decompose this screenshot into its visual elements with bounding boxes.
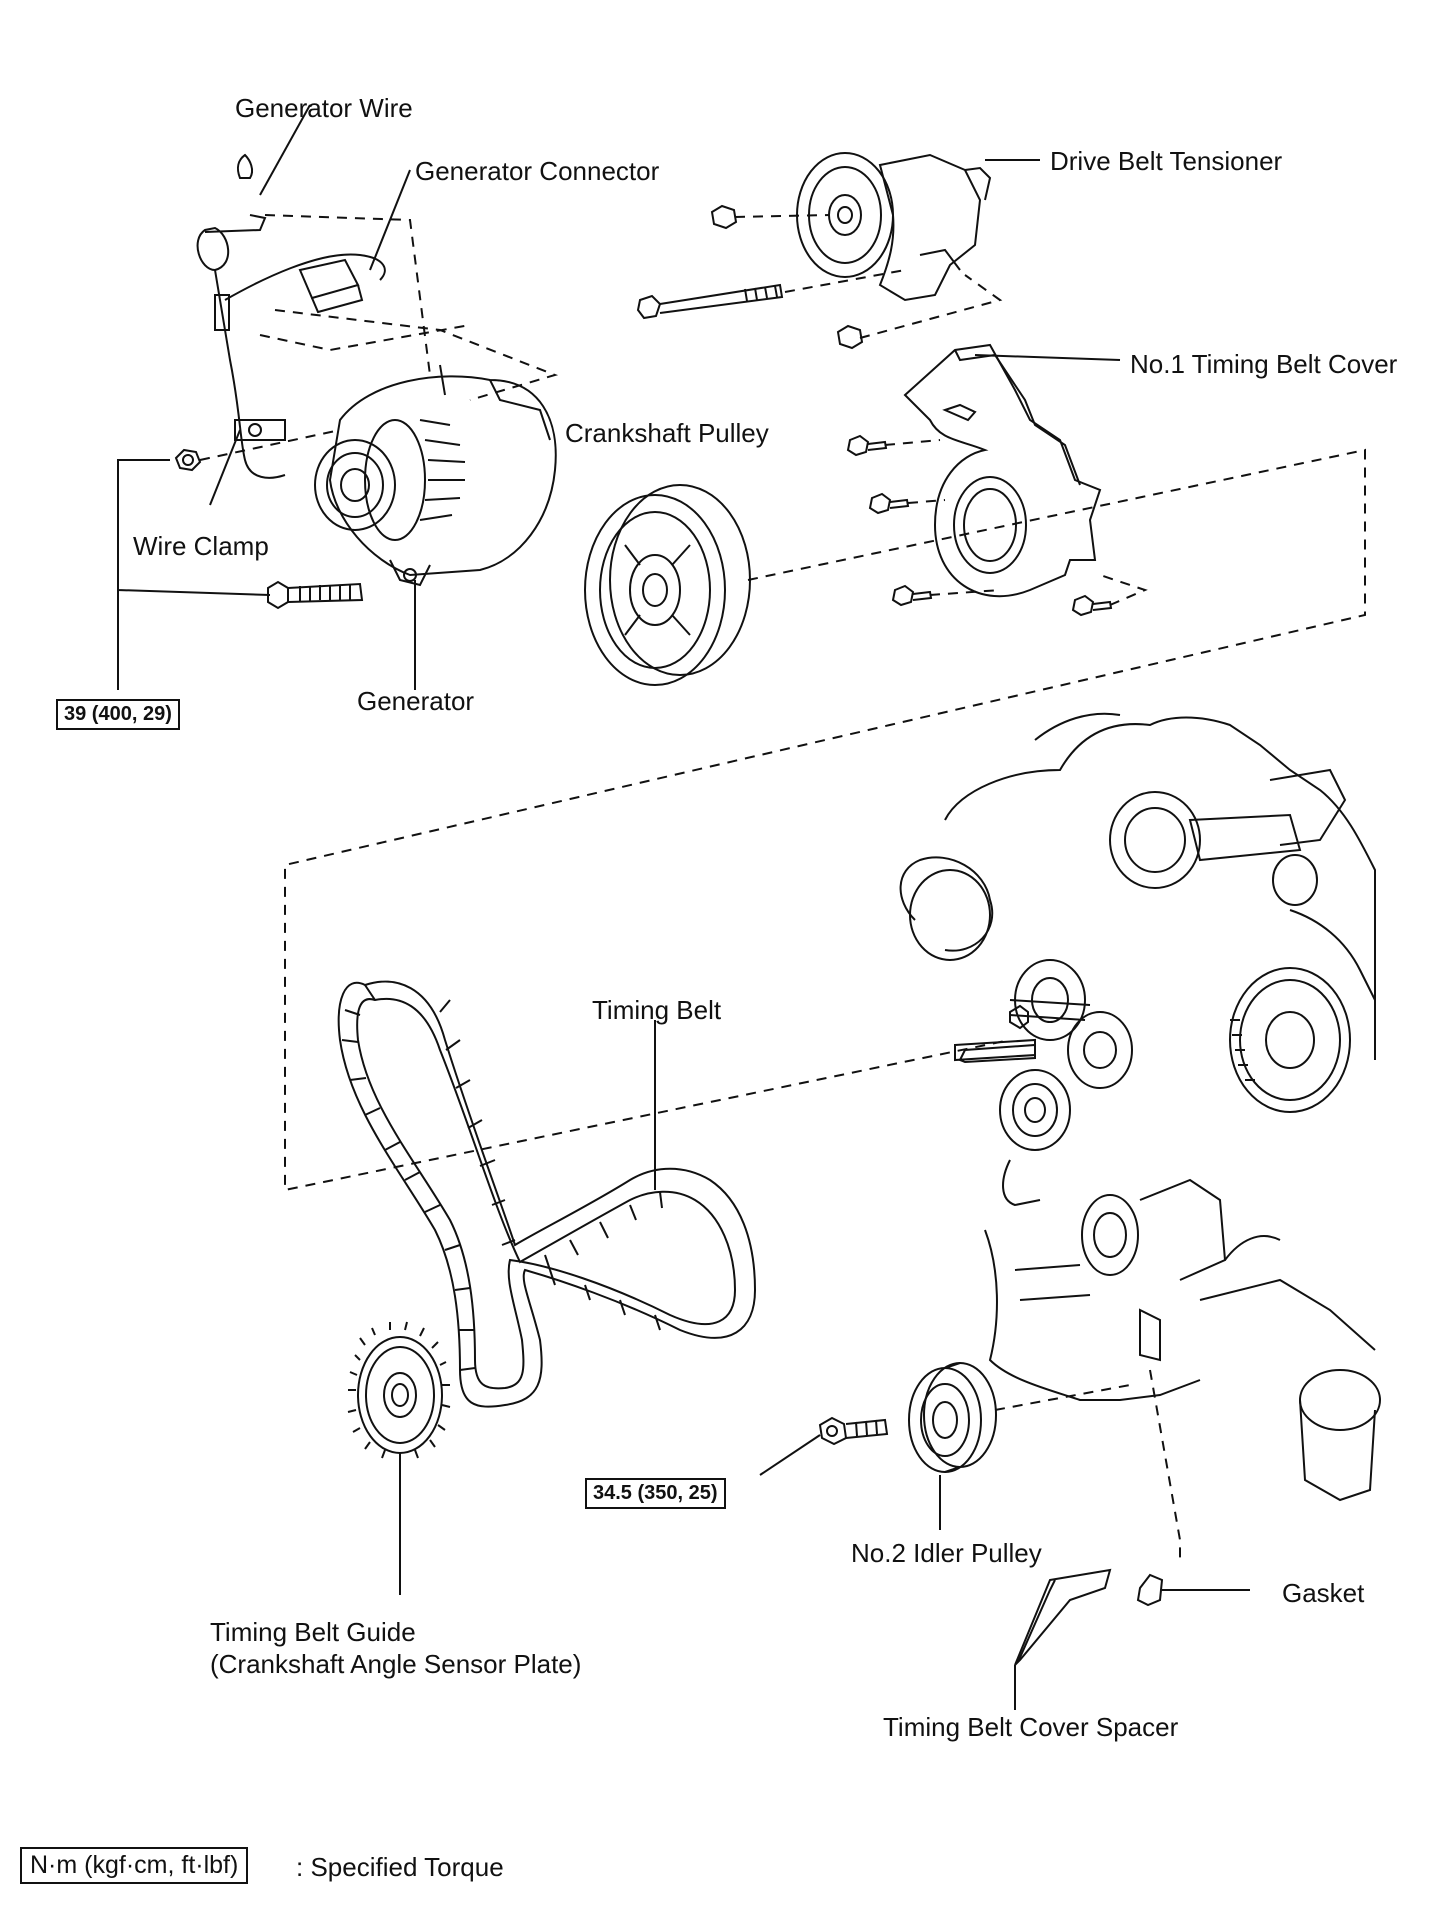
no1-timing-belt-cover-label: No.1 Timing Belt Cover [1130,349,1398,379]
generator-connector-label: Generator Connector [415,156,660,186]
timing-belt-cover-spacer-label: Timing Belt Cover Spacer [883,1712,1179,1742]
generator-connector-drawing [298,258,364,314]
tensioner-nut-top-drawing [710,204,738,230]
gasket-drawing [1136,1573,1164,1607]
generator-drawing [314,364,557,587]
no2-idler-pulley-drawing [908,1362,997,1473]
no1-timing-belt-cover-drawing [903,343,1102,598]
generator-label: Generator [357,686,475,716]
wire-clamp-label: Wire Clamp [133,531,269,561]
timing-belt-label: Timing Belt [592,995,722,1025]
timing-belt-guide-drawing [347,1321,451,1461]
idler-bolt-torque-spec: 34.5 (350, 25) [585,1478,726,1509]
leader-lines [117,104,1250,1710]
crankshaft-pulley-drawing [584,484,751,686]
no2-idler-pulley-label: No.2 Idler Pulley [851,1538,1042,1568]
generator-dashed-lines [199,214,559,461]
engine-studs-drawing [958,1004,1036,1064]
drive-belt-tensioner-drawing [796,152,992,302]
timing-belt-cover-spacer-drawing [1014,1568,1112,1666]
drive-belt-tensioner-label: Drive Belt Tensioner [1050,146,1283,176]
timing-belt-drawing [337,980,757,1408]
crankshaft-angle-sensor-plate-label: (Crankshaft Angle Sensor Plate) [210,1649,582,1679]
generator-torque-spec: 39 (400, 29) [56,699,180,730]
engine-block-drawing [899,712,1381,1502]
generator-nut-drawing [174,448,202,472]
tensioner-bolt-drawing [636,283,784,320]
crankshaft-pulley-label: Crankshaft Pulley [565,418,769,448]
tensioner-dashed-lines [734,214,1003,339]
generator-bolt-drawing [267,580,364,610]
cover-bolts-drawing [846,434,1113,617]
cover-dashed-lines [284,439,1366,1192]
torque-legend-units: N·m (kgf·cm, ft·lbf) [20,1847,249,1884]
timing-belt-guide-label: Timing Belt Guide [210,1617,416,1647]
generator-wire-drawing [196,153,386,479]
idler-dashed-lines [994,1369,1181,1560]
gasket-label: Gasket [1282,1578,1365,1608]
idler-bolt-drawing [818,1416,889,1446]
generator-wire-label: Generator Wire [235,93,413,123]
tensioner-nut-bottom-drawing [836,324,864,350]
torque-legend-description: : Specified Torque [296,1852,504,1882]
